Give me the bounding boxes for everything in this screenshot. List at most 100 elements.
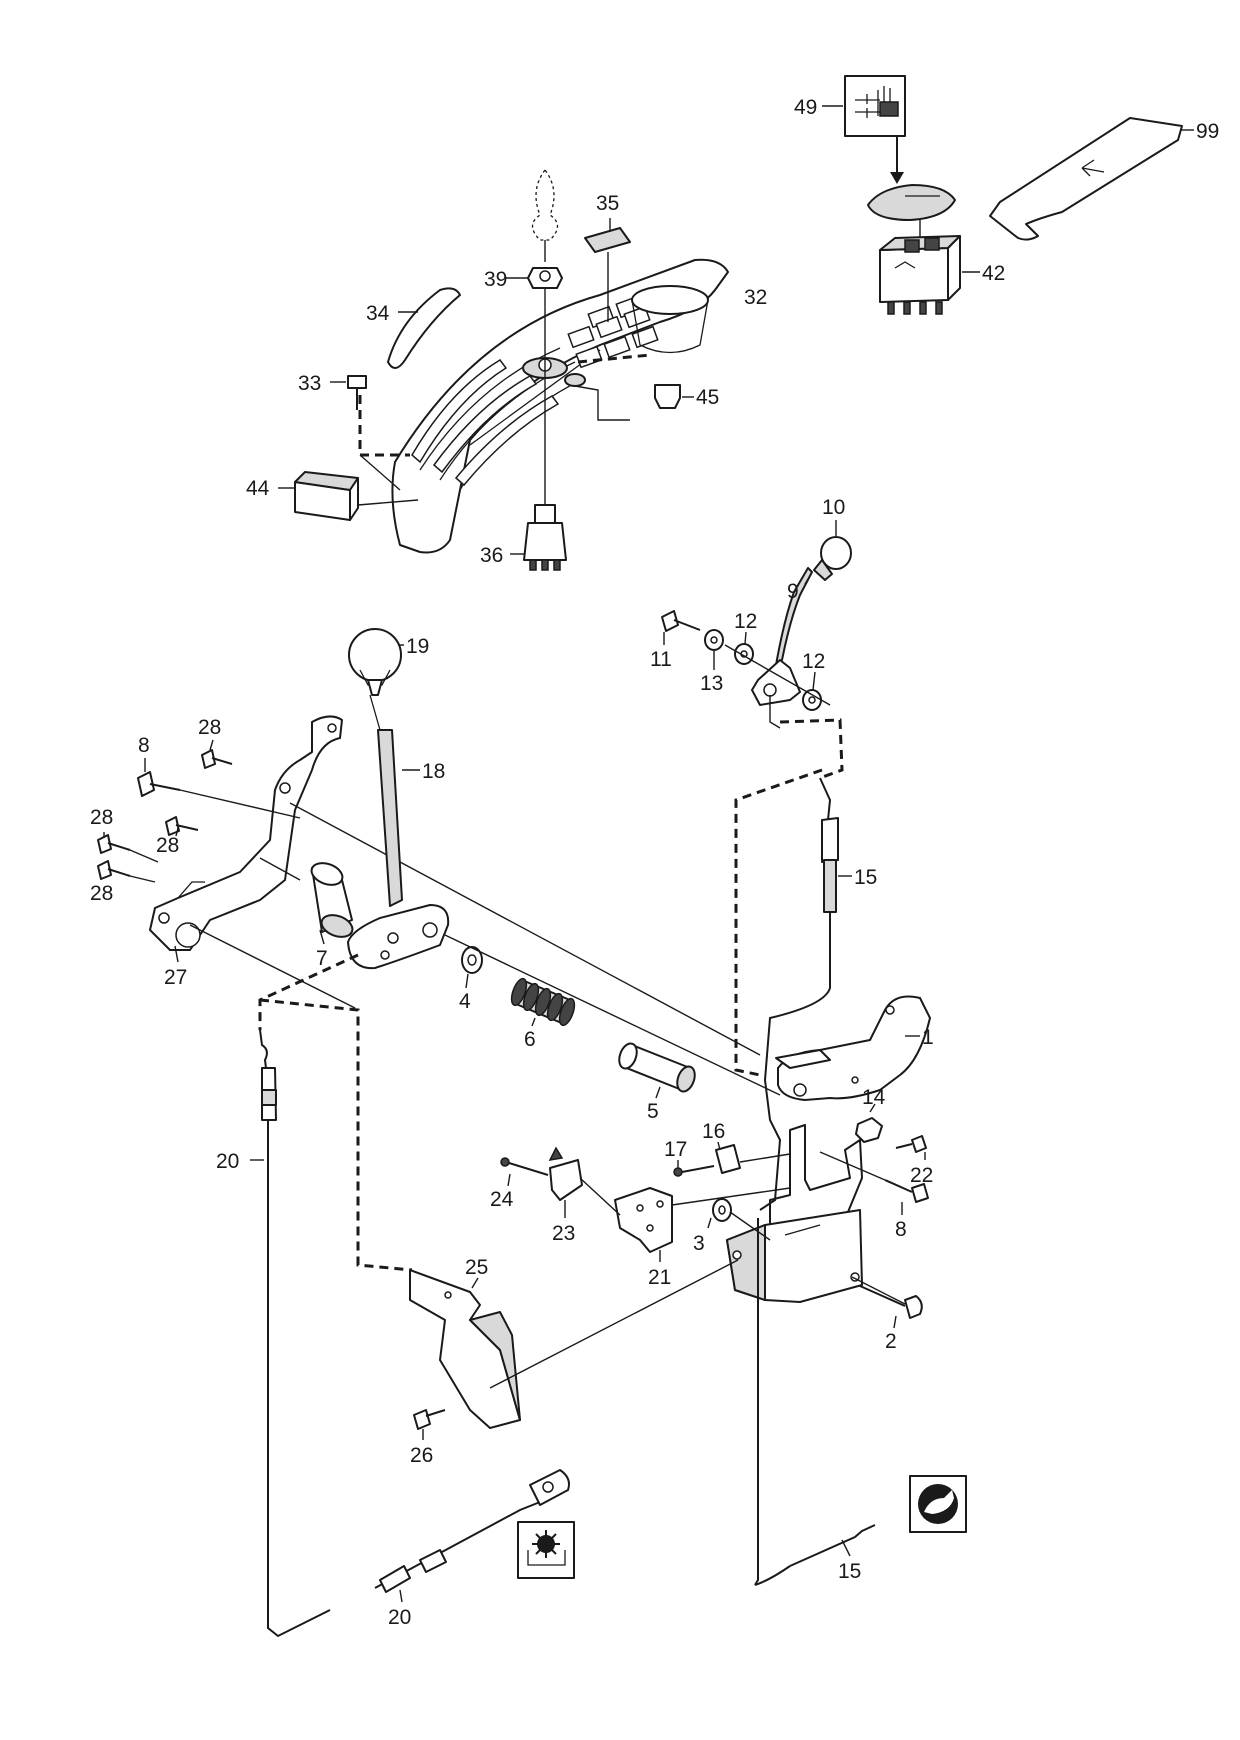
bolt-8-right [819,1151,929,1215]
cup-holder [631,285,709,315]
screw-33 [330,375,367,410]
label-15-upper: 15 [854,866,877,889]
label-6: 6 [524,1028,536,1051]
cable-20-dash [258,953,359,1030]
label-3: 3 [693,1232,705,1255]
guide-line-27 [189,924,356,1009]
bracket-1 [775,995,931,1101]
bushing-7 [310,862,354,945]
washer-13 [704,629,724,670]
console-assembly [358,258,729,554]
label-28-mid: 28 [156,834,179,857]
lever-18 [347,628,450,970]
label-32: 32 [744,286,767,309]
washer-3 [707,1198,771,1241]
bolt-22 [895,1135,927,1160]
bolt-26 [413,1409,446,1440]
label-18: 18 [422,760,445,783]
cable-20-upper [259,1029,268,1069]
clip-16 [715,1141,741,1174]
handle-trim [387,287,461,369]
label-27: 27 [164,966,187,989]
label-21: 21 [648,1266,671,1289]
rocker-switch-42 [867,184,980,315]
label-28-left-lower: 28 [90,882,113,905]
bolt-8-left [137,758,301,819]
label-33: 33 [298,372,321,395]
axis-line-lever [444,934,781,1096]
cable-20-dash-to-25 [259,998,413,1272]
cutting-height-decal [822,75,906,184]
label-10: 10 [822,496,845,519]
bolt-28-top [201,739,233,769]
washer-12-upper [734,631,754,665]
cable-15-run [759,912,831,1211]
label-14: 14 [862,1086,886,1109]
label-44: 44 [246,477,270,500]
label-9: 9 [787,580,799,603]
switch-23 [548,1146,621,1218]
label-1: 1 [922,1026,934,1049]
knob-ghost [531,168,559,262]
label-12-lower: 12 [802,650,825,673]
label-5: 5 [647,1100,659,1123]
label-39: 39 [484,268,507,291]
label-28-left-upper: 28 [90,806,113,829]
switch-36 [510,504,567,571]
label-49: 49 [794,96,817,119]
rabbit-speed-symbol-icon [909,1475,967,1533]
label-16: 16 [702,1120,725,1143]
lever-9 [751,520,852,706]
label-17: 17 [664,1138,687,1161]
sleeve-5 [618,1042,696,1099]
cable-15-tail [789,1524,876,1567]
label-15-lower: 15 [838,1560,861,1583]
label-25: 25 [465,1256,488,1279]
cable-15-lower [754,1218,759,1586]
label-36: 36 [480,544,503,567]
guide-line-upper [289,802,761,1056]
bolt-28-mid [165,816,199,837]
cable-20-lower [267,1195,331,1638]
bracket-25 [409,1259,739,1429]
callout-labels: 1 2 3 4 5 6 7 8 8 9 10 11 12 12 13 14 15… [90,96,1219,1629]
label-20-upper: 20 [216,1150,239,1173]
label-99: 99 [1196,120,1219,143]
nut-39 [506,267,563,505]
label-7: 7 [316,947,328,970]
screw-17 [673,1153,791,1177]
bracket-21 [614,1187,791,1262]
bolt-28-left-upper [97,832,159,863]
bracket-27 [149,715,343,963]
bolt-2 [859,1285,923,1329]
label-42: 42 [982,262,1005,285]
bolt-11 [661,610,701,645]
label-2: 2 [885,1330,897,1353]
label-20-lower: 20 [388,1606,411,1629]
label-35: 35 [596,192,619,215]
label-11: 11 [650,648,672,671]
label-8-right: 8 [895,1218,907,1241]
screw-24 [500,1157,549,1187]
label-26: 26 [410,1444,433,1467]
label-8-left: 8 [138,734,150,757]
label-4: 4 [459,990,471,1013]
switch-44 [278,471,419,521]
spring-6 [510,977,576,1027]
bracket-main-2 [726,1124,906,1305]
label-34: 34 [366,302,390,325]
pto-engage-symbol-icon [517,1521,575,1579]
label-12-upper: 12 [734,610,757,633]
label-23: 23 [552,1222,575,1245]
label-28-top: 28 [198,716,221,739]
lever-9-link-dash [779,718,844,780]
washer-4 [461,946,483,989]
nut-14 [855,1103,883,1143]
guide-line-lower [259,857,301,881]
label-45: 45 [696,386,719,409]
cap-35 [584,218,631,322]
label-13: 13 [700,672,723,695]
bolt-28-left-lower [97,860,156,883]
label-19: 19 [406,635,429,658]
